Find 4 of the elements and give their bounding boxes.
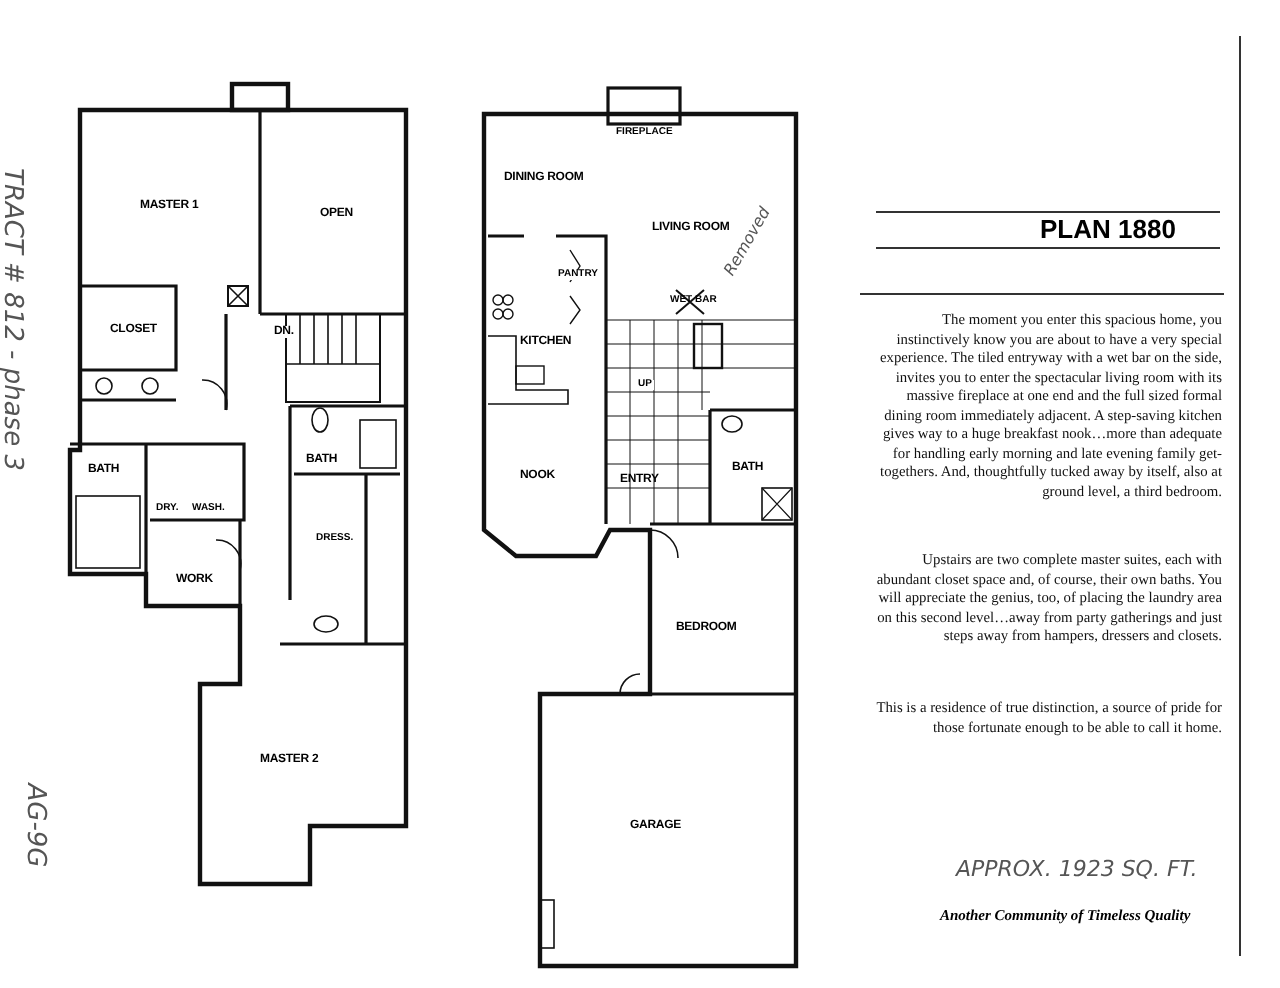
handwritten-note: AG-9G	[17, 783, 52, 868]
handwritten-note: TRACT # 812 - phase 3	[0, 168, 29, 471]
handwritten-note: APPROX. 1923 SQ. FT.	[956, 854, 1198, 886]
plan-number: PLAN 1880	[1040, 216, 1176, 242]
